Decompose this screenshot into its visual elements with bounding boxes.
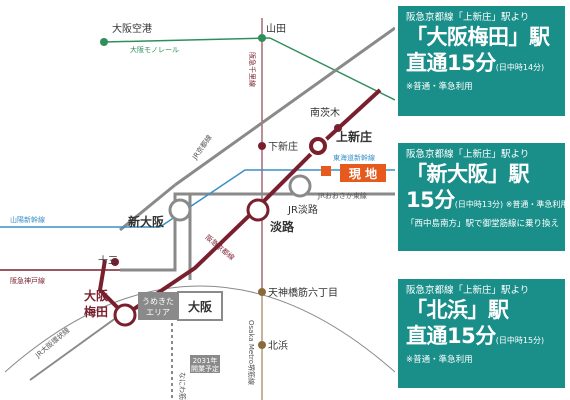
panel-dest: 「北浜」駅 xyxy=(406,298,509,322)
umekita-box xyxy=(138,292,178,320)
station-ring-shin-osaka xyxy=(168,198,192,222)
label-umeda-1: 大阪 xyxy=(84,288,109,303)
label-juso: 十三 xyxy=(98,254,118,267)
station-dot-juso xyxy=(111,258,119,266)
panel-route: 阪急京都線「上新庄」駅より xyxy=(406,12,530,23)
label-kamishinjo: 上新庄 xyxy=(336,129,372,144)
label-umeda-2: 梅田 xyxy=(84,304,108,319)
station-dot-yamada xyxy=(258,34,266,42)
route-map: 現 地 うめきた エリア 大阪 2031年 開業予定 大阪空港 山田 南茨木 上… xyxy=(0,18,395,400)
station-ring-jr-awaji xyxy=(288,174,312,198)
panel-time: 直通15分 xyxy=(406,51,496,75)
genchi-square xyxy=(321,166,331,176)
label-hankyu-kobe: 阪急神戸線 xyxy=(10,276,45,285)
label-jr-osaka-higashi: JRおおさか東線 xyxy=(317,191,367,200)
label-awaji: 淡路 xyxy=(270,219,295,234)
panel-note: 「西中島南方」駅で御堂筋線に乗り換え xyxy=(406,219,560,229)
label-minami-ibaraki: 南茨木 xyxy=(310,106,340,119)
panel-dest: 「新大阪」駅 xyxy=(406,162,530,186)
label-shin-osaka: 新大阪 xyxy=(128,214,165,229)
jr-kyoto-line xyxy=(174,26,395,187)
station-ring-awaji xyxy=(246,198,270,222)
label-naniwa-suji: なにわ筋線 xyxy=(178,372,187,400)
panel-note: ※普通・準急利用 xyxy=(406,355,473,365)
panel-time-note: (日中時15分) xyxy=(495,336,545,345)
label-metro-sakaisuji: Osaka Metro堺筋線 xyxy=(247,320,256,385)
panel-time-row: 直通15分(日中時15分) xyxy=(406,323,557,354)
panel-time: 15分 xyxy=(406,188,455,212)
station-dot-shimoshinjo xyxy=(258,142,266,150)
label-jr-awaji: JR淡路 xyxy=(287,203,318,216)
umekita-label-1: うめきた xyxy=(142,297,174,306)
label-osaka-airport: 大阪空港 xyxy=(112,22,152,35)
panel-route: 阪急京都線「上新庄」駅より xyxy=(406,285,530,296)
jr-loop-line-2 xyxy=(29,314,121,381)
access-panel-umeda: 阪急京都線「上新庄」駅より 「大阪梅田」駅 直通15分(日中時14分) ※普通・… xyxy=(398,6,565,116)
station-dot-tenjinbashi xyxy=(258,288,266,296)
station-dot-minami-ibaraki xyxy=(334,124,342,132)
label-osaka-monorail: 大阪モノレール xyxy=(130,45,179,54)
station-ring-kamishinjo-inner xyxy=(313,141,323,151)
umekita-label-2: エリア xyxy=(146,308,170,317)
access-panel-shin-osaka: 阪急京都線「上新庄」駅より 「新大阪」駅 15分(日中時13分) ※普通・準急利… xyxy=(398,143,568,251)
jr-osaka-higashi-line xyxy=(120,192,395,272)
panel-time-row: 15分(日中時13分) ※普通・準急利用 xyxy=(406,187,568,218)
osaka-label: 大阪 xyxy=(188,299,213,314)
monorail-line xyxy=(103,37,271,43)
osaka-box xyxy=(177,291,223,321)
genchi-label: 現 地 xyxy=(349,166,377,181)
panel-time-note: (日中時14分) xyxy=(495,63,545,72)
access-panel-kitahama: 阪急京都線「上新庄」駅より 「北浜」駅 直通15分(日中時15分) ※普通・準急… xyxy=(398,279,565,388)
panel-time: 直通15分 xyxy=(406,324,496,348)
naniwa-plan-box xyxy=(190,355,220,373)
panel-time-row: 直通15分(日中時14分) xyxy=(406,50,557,81)
jr-kyoto-line-2 xyxy=(119,183,176,232)
panel-route: 阪急京都線「上新庄」駅より xyxy=(406,149,530,160)
label-yamada: 山田 xyxy=(266,23,286,35)
label-jr-kyoto: JR京都線 xyxy=(190,133,214,162)
station-dot-kitahama xyxy=(258,341,266,349)
label-tenjinbashi: 天神橋筋六丁目 xyxy=(268,286,338,299)
panel-time-note: (日中時13分) ※普通・準急利用 xyxy=(454,200,569,209)
panel-dest: 「大阪梅田」駅 xyxy=(406,25,550,49)
monorail-line-2 xyxy=(269,37,395,101)
genchi-box xyxy=(340,164,386,182)
naniwa-plan-1: 2031年 xyxy=(193,356,218,365)
panel-note: ※普通・準急利用 xyxy=(406,82,473,92)
label-tokaido-shinkansen: 東海道新幹線 xyxy=(333,153,375,162)
naniwa-plan-2: 開業予定 xyxy=(191,364,219,373)
hankyu-kyoto-line xyxy=(97,88,382,318)
station-ring-umeda xyxy=(113,303,137,327)
label-shimoshinjo: 下新庄 xyxy=(268,140,298,153)
station-dot-airport xyxy=(100,38,108,46)
label-kitahama: 北浜 xyxy=(268,340,288,352)
label-sanyo-shinkansen: 山陽新幹線 xyxy=(10,215,45,224)
city-arc xyxy=(4,285,395,373)
label-hankyu-senri: 阪急千里線 xyxy=(248,52,257,87)
